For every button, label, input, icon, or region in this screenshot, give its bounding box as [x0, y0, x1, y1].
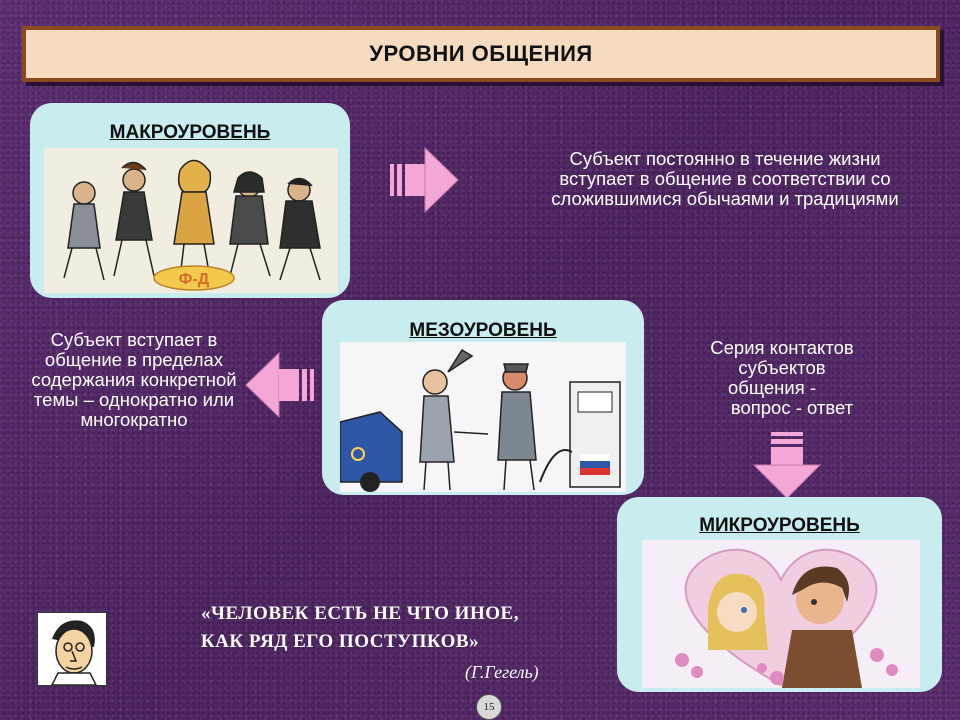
meso-level-description: Субъект вступает в общение в пределах со… — [31, 329, 237, 430]
pink-arrow-right-icon — [390, 146, 459, 214]
title-bar: УРОВНИ ОБЩЕНИЯ — [22, 26, 940, 82]
micro-description-line: субъектов — [738, 357, 826, 378]
quote-author: (Г.Гегель) — [465, 662, 539, 682]
macro-level-label: МАКРОУРОВЕНЬ — [109, 122, 271, 143]
micro-description-line: Серия контактов — [710, 337, 854, 358]
pink-arrow-left-icon — [245, 351, 314, 419]
couple-heart-illustration — [642, 540, 920, 688]
quote-line-1: «ЧЕЛОВЕК ЕСТЬ НЕ ЧТО ИНОЕ, — [201, 603, 519, 624]
meso-level-card: МЕЗОУРОВЕНЬ — [322, 300, 644, 495]
quote-line-2: КАК РЯД ЕГО ПОСТУПКОВ» — [200, 631, 480, 652]
micro-level-label: МИКРОУРОВЕНЬ — [699, 515, 860, 536]
pink-arrow-down-icon — [752, 432, 822, 499]
page-title: УРОВНИ ОБЩЕНИЯ — [369, 41, 593, 66]
dance-logo: Ф-Д — [179, 271, 210, 288]
dancers-illustration: Ф-Д — [44, 148, 338, 293]
macro-level-description: Субъект постоянно в течение жизни вступа… — [551, 148, 899, 209]
hegel-face-icon — [38, 613, 106, 686]
micro-level-illustration — [642, 540, 920, 688]
gas-station-illustration — [340, 342, 626, 492]
macro-level-illustration: Ф-Д — [44, 148, 338, 293]
quote-block: «ЧЕЛОВЕК ЕСТЬ НЕ ЧТО ИНОЕ, КАК РЯД ЕГО П… — [130, 600, 590, 656]
macro-level-card: МАКРОУРОВЕНЬ — [30, 103, 350, 298]
micro-description-line: общения - — [727, 377, 817, 398]
page-number: 15 — [476, 694, 502, 720]
micro-level-description: Серия контактов субъектов общения - вопр… — [672, 338, 892, 418]
micro-level-card: МИКРОУРОВЕНЬ — [617, 497, 942, 692]
meso-level-illustration — [340, 342, 626, 492]
hegel-portrait — [37, 612, 107, 686]
meso-level-label: МЕЗОУРОВЕНЬ — [409, 320, 557, 341]
micro-description-line: вопрос - ответ — [730, 397, 854, 418]
